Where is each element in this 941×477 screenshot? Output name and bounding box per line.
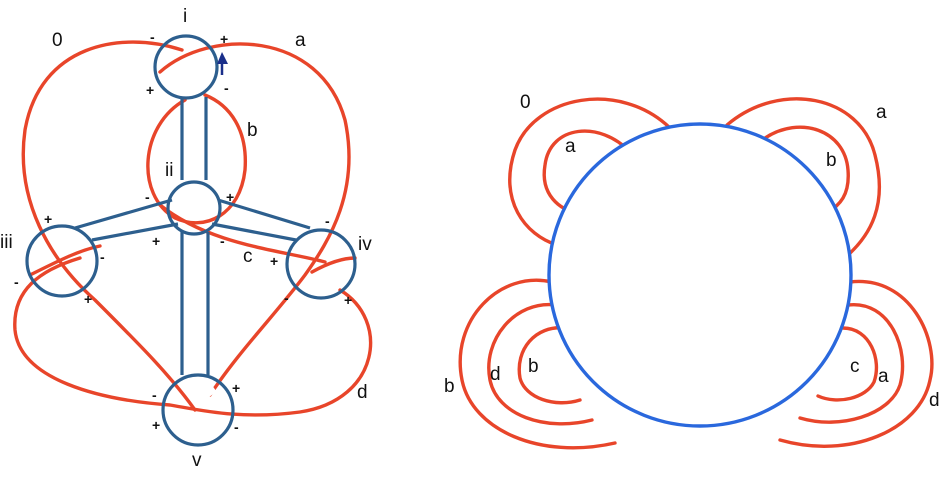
sign-iv-top: - bbox=[325, 213, 330, 229]
disk-iv bbox=[285, 228, 357, 300]
label-disk-ii: ii bbox=[165, 160, 173, 181]
left-knot-diagram: 0 a b c d i ii iii iv v - + + - - + + - … bbox=[0, 6, 373, 471]
label-tr-outer: a bbox=[876, 102, 887, 123]
label-tl-outer: 0 bbox=[520, 92, 531, 113]
crossing-gap-ii bbox=[174, 192, 196, 214]
label-br-outer: d bbox=[929, 390, 940, 411]
right-chord-diagram: 0 a a b b d b c a d bbox=[444, 92, 940, 450]
sign-iv-left: + bbox=[270, 253, 278, 269]
label-disk-iii: iii bbox=[0, 232, 13, 253]
disk-i bbox=[153, 34, 219, 100]
arc-br-outer bbox=[778, 279, 934, 448]
sign-v-bottom-right: - bbox=[234, 419, 239, 435]
label-disk-i: i bbox=[183, 6, 187, 27]
label-br-inner: c bbox=[850, 356, 860, 377]
arc-br-inner bbox=[816, 326, 879, 402]
label-tr-inner: b bbox=[826, 150, 837, 171]
sign-i-top-right: + bbox=[220, 31, 228, 47]
sign-iii-right: - bbox=[100, 249, 105, 265]
disk-ii bbox=[166, 180, 222, 236]
sign-ii-bottom-right: - bbox=[220, 233, 225, 249]
label-arc-a: a bbox=[295, 30, 306, 51]
arc-iv-strand bbox=[310, 256, 357, 274]
sign-iii-left: - bbox=[14, 274, 19, 290]
sign-v-bottom-left: + bbox=[152, 417, 160, 433]
sign-ii-bottom-left: + bbox=[152, 233, 160, 249]
arc-bl-outer bbox=[458, 278, 617, 450]
arc-c-strand bbox=[158, 203, 327, 264]
label-arc-d: d bbox=[357, 382, 368, 403]
arc-tl-outer bbox=[508, 97, 672, 247]
label-tl-inner: a bbox=[565, 136, 576, 157]
label-bl-middle: d bbox=[490, 364, 501, 385]
arc-b-loop bbox=[146, 93, 247, 225]
sign-v-right: + bbox=[232, 380, 240, 396]
label-br-middle: a bbox=[878, 366, 889, 387]
label-bl-inner: b bbox=[528, 356, 539, 377]
label-arc-b: b bbox=[247, 120, 258, 141]
arc-tl-inner bbox=[542, 129, 632, 215]
sign-ii-right: + bbox=[226, 189, 234, 205]
central-circle bbox=[547, 122, 853, 428]
arc-zero-loop bbox=[21, 40, 197, 412]
sign-i-top-left: - bbox=[150, 29, 155, 45]
arc-tr-outer bbox=[725, 97, 881, 257]
disk-v bbox=[161, 373, 235, 447]
band-i-ii bbox=[180, 97, 208, 180]
arc-tr-inner bbox=[763, 125, 850, 216]
sign-iv-right: + bbox=[344, 292, 352, 308]
sign-iii-top: + bbox=[44, 211, 52, 227]
label-arc-c: c bbox=[243, 246, 253, 267]
band-ii-iii bbox=[74, 198, 179, 242]
label-bl-outer: b bbox=[444, 376, 455, 397]
sign-i-bottom-right: - bbox=[224, 80, 229, 96]
crossing-gap-v bbox=[197, 384, 217, 402]
label-disk-iv: iv bbox=[358, 234, 372, 255]
sign-ii-left: - bbox=[145, 189, 150, 205]
sign-i-bottom-left: + bbox=[146, 82, 154, 98]
arc-bl-middle bbox=[487, 302, 594, 426]
arc-br-middle bbox=[798, 303, 905, 424]
arc-bl-inner bbox=[517, 326, 582, 405]
sign-v-left: - bbox=[152, 387, 157, 403]
arc-a-loop bbox=[158, 42, 351, 397]
band-ii-v bbox=[180, 232, 210, 375]
band-ii-iv bbox=[211, 198, 311, 242]
label-disk-v: v bbox=[192, 450, 202, 471]
sign-iv-bottom: - bbox=[284, 290, 289, 306]
disk-iii bbox=[25, 224, 99, 298]
sign-iii-bottom: + bbox=[84, 291, 92, 307]
label-arc-0: 0 bbox=[52, 30, 63, 51]
ribbon-graph bbox=[25, 34, 357, 447]
arc-d-loop bbox=[13, 256, 373, 417]
